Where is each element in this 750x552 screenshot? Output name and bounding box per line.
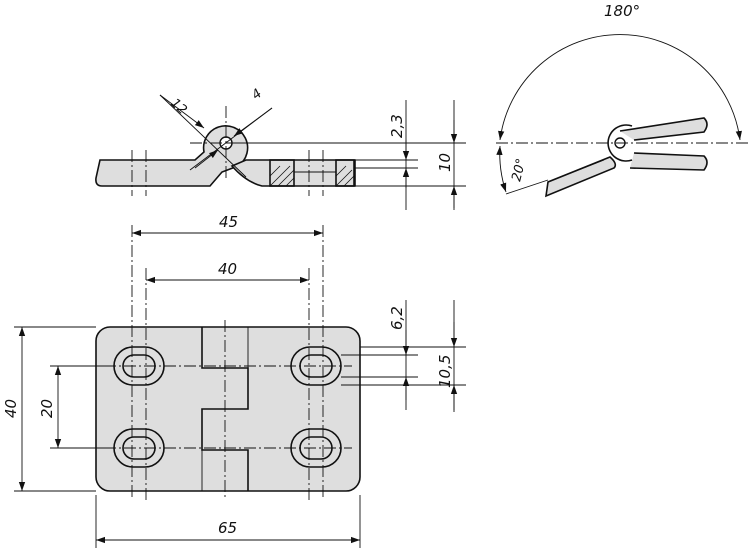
dim-overall-thickness: 10 [436, 153, 454, 172]
side-view-hatch [269, 165, 355, 187]
dim-total-height: 40 [2, 399, 20, 418]
plan-view [95, 225, 361, 500]
plan-dimensions: 45 40 65 40 20 6,2 10,5 [2, 213, 466, 548]
angle-view-lower-leaf [629, 152, 708, 171]
side-view-counterbore-left [269, 159, 295, 187]
dim-hole-spacing-outer: 45 [219, 213, 238, 231]
dim-pin-diameter: 4 [249, 86, 265, 103]
side-view-left-leaf [95, 125, 249, 187]
dim-total-width: 65 [218, 519, 237, 537]
dim-opening-angle: 180° [604, 2, 640, 20]
angle-view: 180° 20° [496, 2, 748, 198]
dim-slot-span: 10,5 [436, 355, 454, 388]
angle-view-upper-leaf [619, 117, 708, 141]
thickness-dimensions: 2,3 10 [226, 100, 466, 210]
angle-view-rotated-leaf [545, 156, 617, 198]
dim-hole-vertical-spacing: 20 [38, 399, 56, 418]
dim-hole-spacing-inner: 40 [218, 260, 237, 278]
dim-leaf-thickness: 2,3 [388, 114, 406, 138]
dim-back-angle: 20° [509, 157, 529, 183]
side-view: 12 4 [95, 86, 356, 196]
side-view-counterbore-right [335, 159, 355, 187]
dim-edge-to-slot: 6,2 [388, 306, 406, 330]
